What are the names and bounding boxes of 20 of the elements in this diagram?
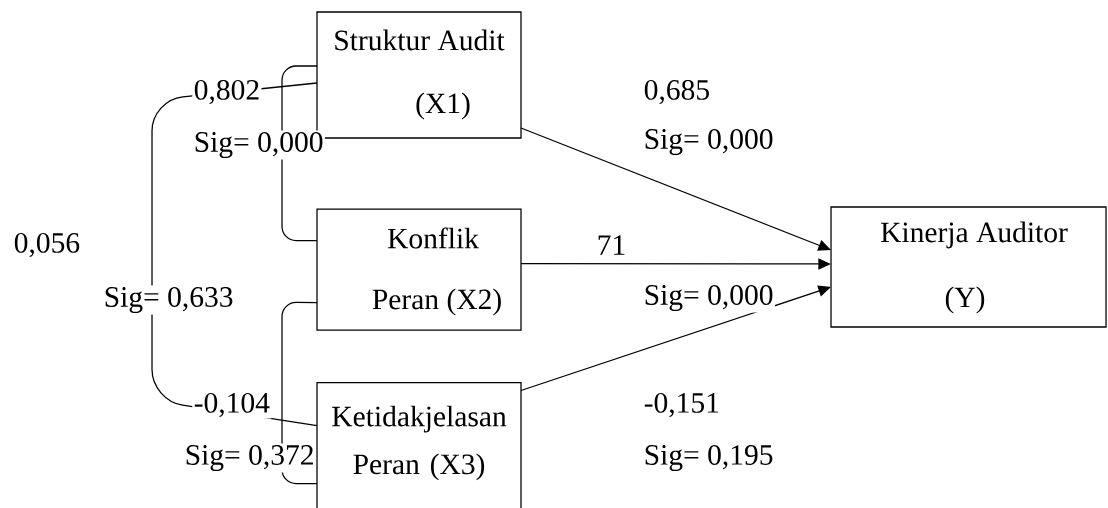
coefficient-label: Sig= 0,000	[192, 130, 325, 160]
coefficient-label: Sig= 0,633	[102, 285, 235, 315]
coefficient-label: Sig= 0,195	[642, 443, 775, 473]
coefficient-label: 71	[595, 233, 628, 257]
arrow	[520, 127, 831, 251]
correlation-line	[281, 65, 318, 242]
coefficient-label: -0,104	[192, 391, 272, 419]
arrow	[520, 285, 831, 392]
variable-box: Kinerja Auditor (Y)	[830, 206, 1107, 328]
correlation-line	[281, 301, 318, 485]
coefficient-label: 0,802	[192, 78, 262, 106]
coefficient-label: Sig= 0,372	[183, 443, 316, 473]
coefficient-label: Sig= 0,000	[642, 283, 775, 313]
coefficient-label: -0,151	[642, 391, 722, 419]
variable-box: Ketidakjelasan Peran (X3)	[316, 381, 522, 508]
variable-box: Konflik Peran (X2)	[316, 208, 522, 331]
coefficient-label: Sig= 0,000	[642, 127, 775, 157]
coefficient-label: 0,056	[12, 231, 82, 259]
arrow	[520, 258, 831, 270]
coefficient-label: 0,685	[642, 78, 712, 106]
